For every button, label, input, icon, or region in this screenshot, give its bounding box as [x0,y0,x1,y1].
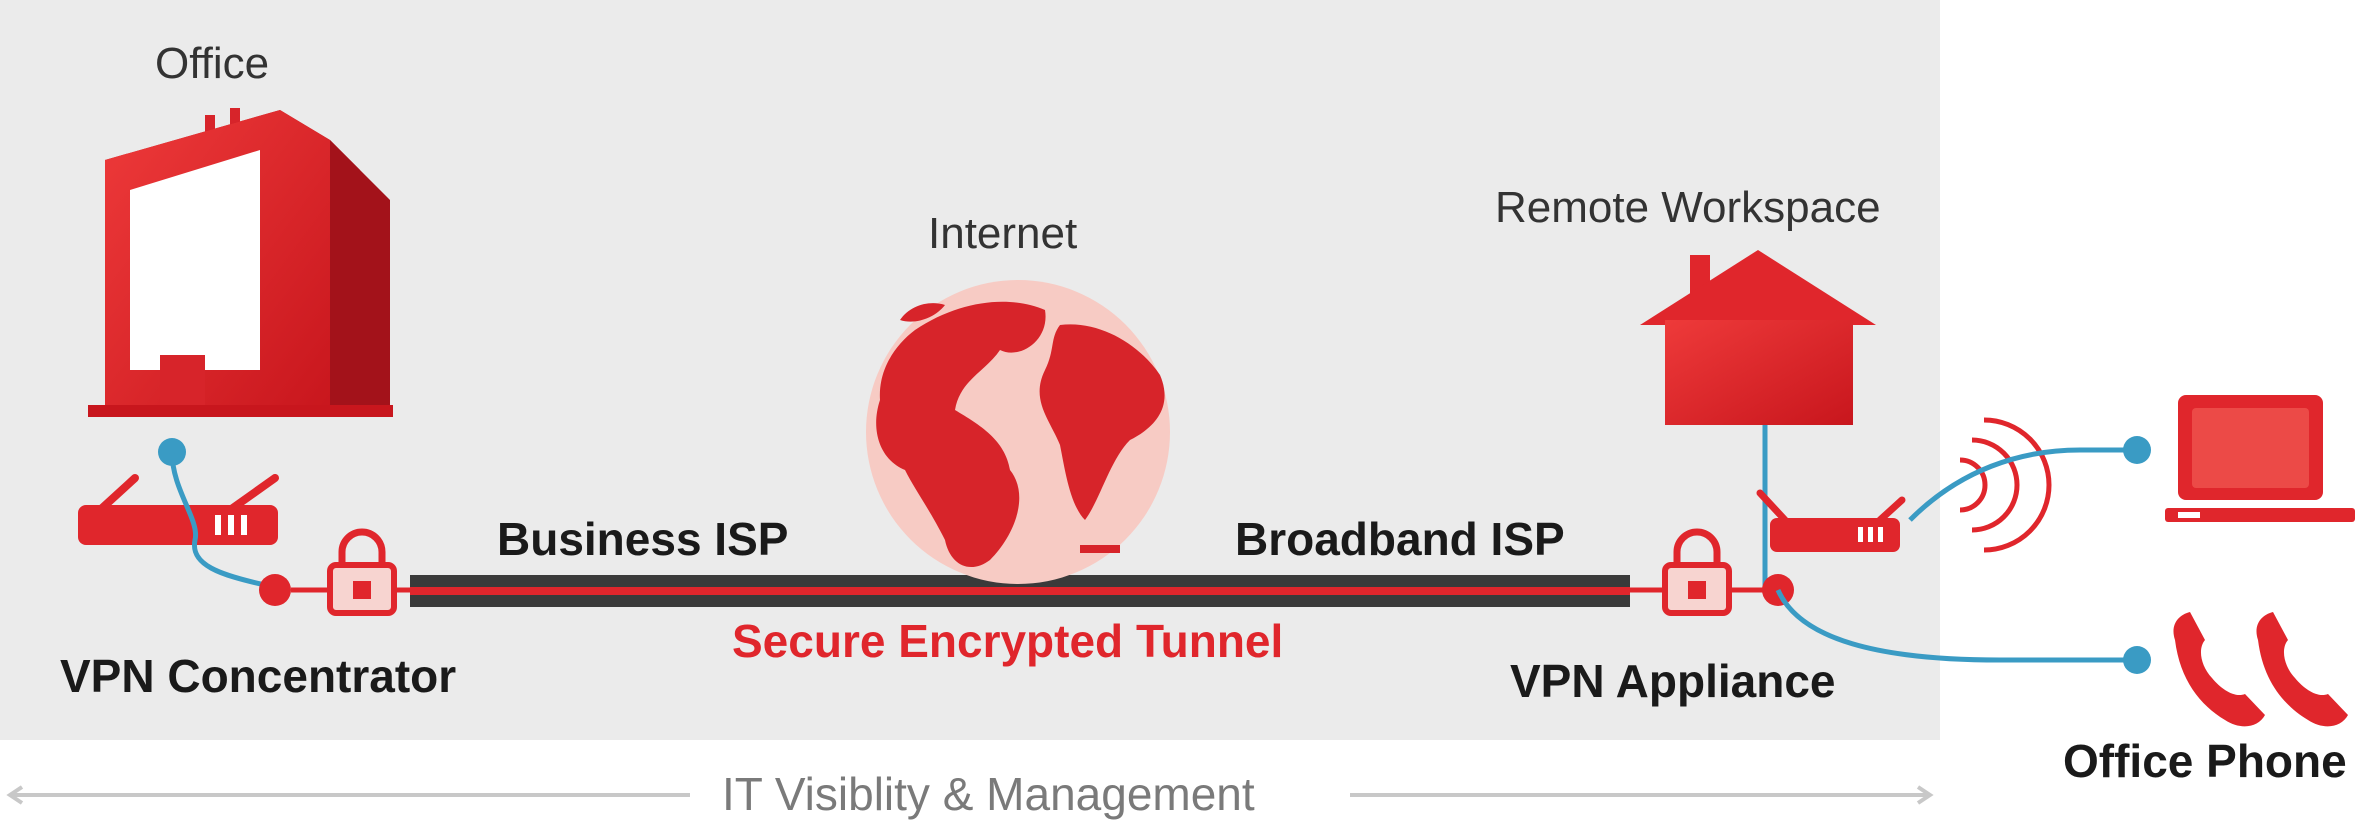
appliance-connector [1762,425,2151,674]
lock-icon [1630,528,1765,616]
office-building-icon [88,108,393,417]
vpn-appliance-label: VPN Appliance [1510,655,1835,707]
remote-workspace-label: Remote Workspace [1495,183,1881,232]
router-icon [1756,489,1906,552]
business-isp-label: Business ISP [497,513,788,565]
laptop-icon [2165,395,2355,522]
phone-icon [2173,612,2348,727]
router-icon [78,474,279,545]
internet-label: Internet [928,209,1077,258]
laptop-connector [1908,436,2151,522]
office-label: Office [155,39,269,88]
concentrator-connector [158,438,291,606]
globe-icon [866,280,1170,584]
office-phone-label: Office Phone [2063,735,2347,787]
lock-icon [291,528,412,616]
wifi-signal-icon [1959,417,2052,553]
management-arrow [6,785,1934,805]
it-management-label: IT Visiblity & Management [722,768,1255,820]
broadband-isp-label: Broadband ISP [1235,513,1565,565]
vpn-concentrator-label: VPN Concentrator [60,650,456,702]
tunnel-label: Secure Encrypted Tunnel [732,615,1283,667]
house-icon [1640,250,1876,425]
